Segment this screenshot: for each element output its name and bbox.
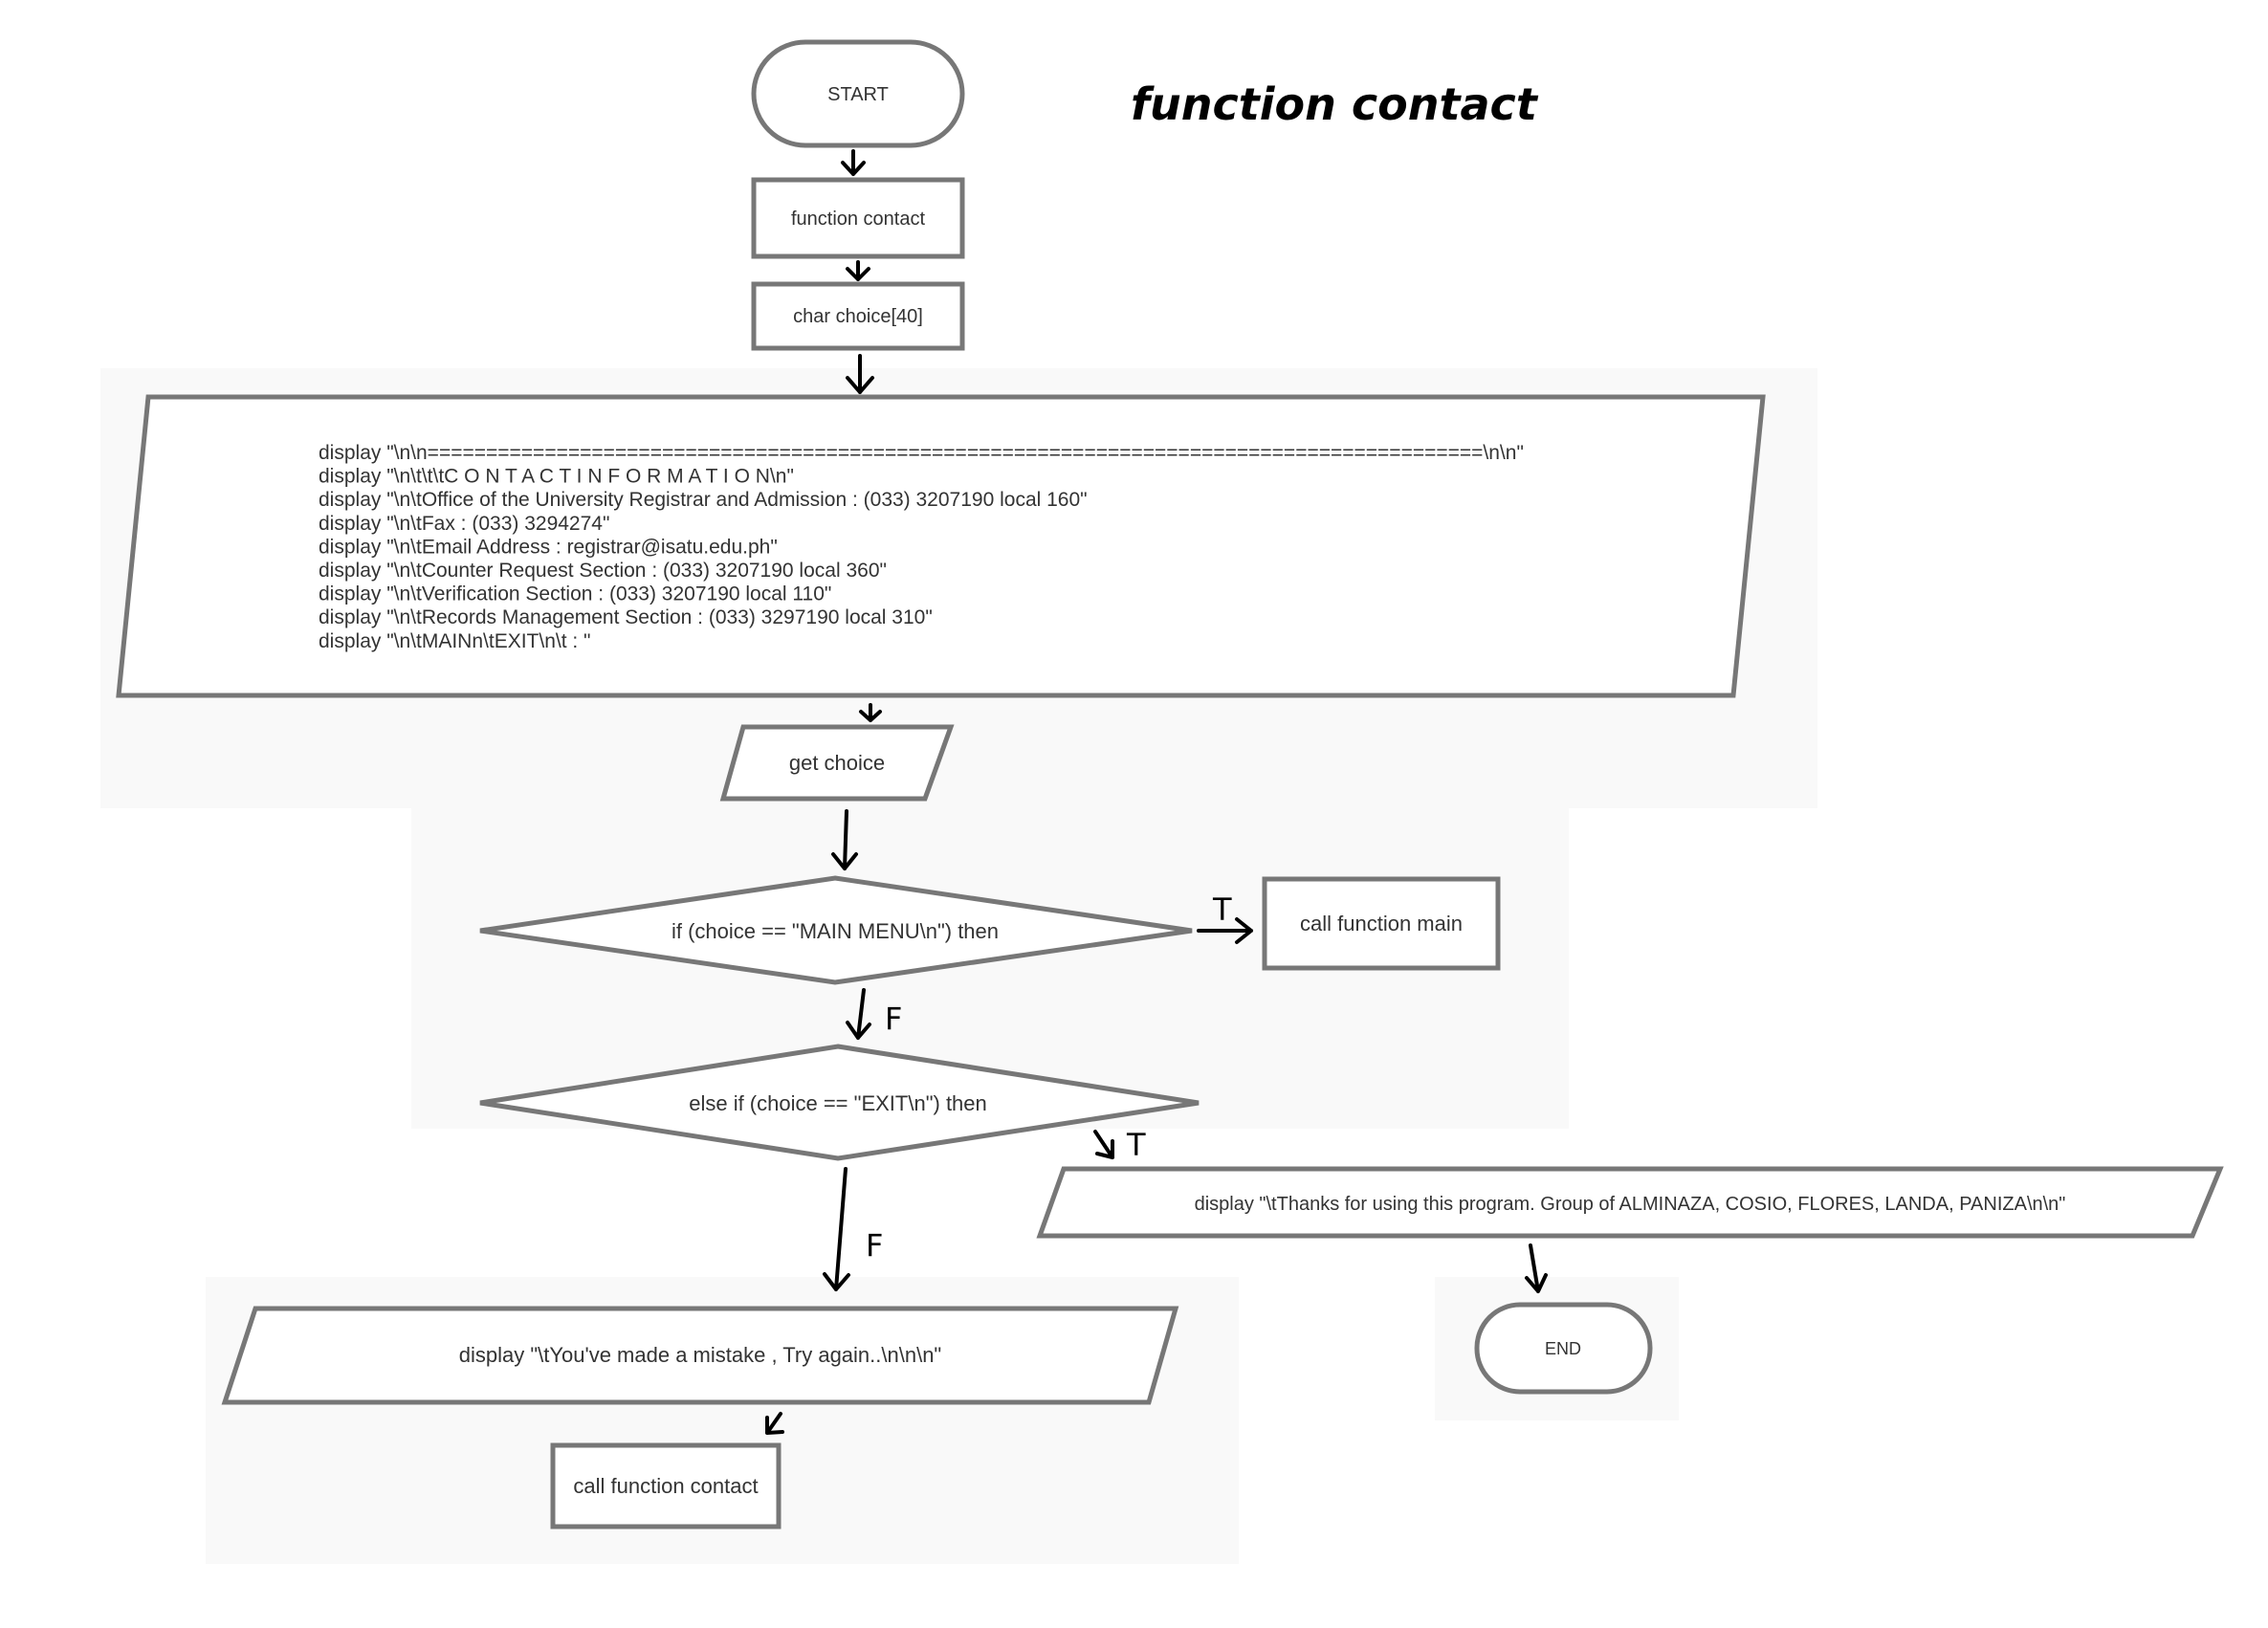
call-contact-process-box xyxy=(550,1442,782,1529)
function-label: function contact xyxy=(791,209,926,230)
end-label: END xyxy=(1545,1339,1581,1358)
declare-label: char choice[40] xyxy=(793,306,923,327)
declare-process-box xyxy=(751,281,965,351)
call-contact-label: call function contact xyxy=(573,1474,758,1498)
display-line: display "\n\tMAINn\tEXIT\n\t : " xyxy=(319,630,591,652)
display-lines-group: display "\n\n===========================… xyxy=(319,442,1524,652)
display-line: display "\n\tOffice of the University Re… xyxy=(319,489,1088,511)
display-line: display "\n\tCounter Request Section : (… xyxy=(319,560,887,582)
display-line: display "\n\tFax : (033) 3294274" xyxy=(319,513,609,535)
display-line: display "\n\tVerification Section : (033… xyxy=(319,583,831,605)
arrow-mistake-to-call xyxy=(765,1412,784,1435)
decision-exit-label: else if (choice == "EXIT\n") then xyxy=(689,1091,987,1115)
arrow-declare-to-display xyxy=(846,354,874,394)
edge-label-true-2: T xyxy=(1126,1127,1146,1163)
call-main-label: call function main xyxy=(1300,912,1463,935)
display-line: display "\n\tRecords Management Section … xyxy=(319,606,933,628)
display-line: display "\n\tEmail Address : registrar@i… xyxy=(319,536,778,558)
start-terminator xyxy=(751,39,965,148)
arrow-decision2-false xyxy=(823,1167,850,1291)
start-label: START xyxy=(827,84,889,105)
arrow-display-to-input xyxy=(859,703,882,722)
call-main-process-box xyxy=(1262,876,1501,971)
get-choice-label: get choice xyxy=(789,751,885,775)
decision-exit xyxy=(479,1044,1200,1161)
edge-label-true-1: T xyxy=(1212,891,1232,928)
display-line: display "\n\t\t\tC O N T A C T I N F O R… xyxy=(319,466,794,488)
edge-label-false-1: F xyxy=(885,1001,902,1037)
thanks-display-io xyxy=(1036,1166,2224,1239)
arrow-start-to-function xyxy=(841,149,866,176)
end-terminator xyxy=(1474,1302,1653,1395)
arrow-thanks-to-end xyxy=(1525,1243,1548,1293)
arrow-input-to-decision1 xyxy=(831,809,858,870)
function-process-box xyxy=(751,177,965,259)
arrow-function-to-declare xyxy=(846,260,870,281)
decision-main-menu xyxy=(479,875,1193,985)
decision-main-menu-label: if (choice == "MAIN MENU\n") then xyxy=(672,919,999,943)
arrow-decision2-true xyxy=(1093,1130,1114,1159)
arrow-decision1-true xyxy=(1197,917,1253,944)
arrow-decision1-false xyxy=(846,988,871,1040)
mistake-display-io xyxy=(221,1306,1179,1405)
diagram-title: function contact xyxy=(1131,78,1539,130)
thanks-label: display "\tThanks for using this program… xyxy=(1195,1194,2066,1215)
display-contact-io xyxy=(116,394,1766,698)
display-line: display "\n\n===========================… xyxy=(319,442,1524,464)
edge-label-false-2: F xyxy=(866,1227,883,1264)
mistake-label: display "\tYou've made a mistake , Try a… xyxy=(459,1343,942,1367)
get-choice-io xyxy=(719,724,955,802)
